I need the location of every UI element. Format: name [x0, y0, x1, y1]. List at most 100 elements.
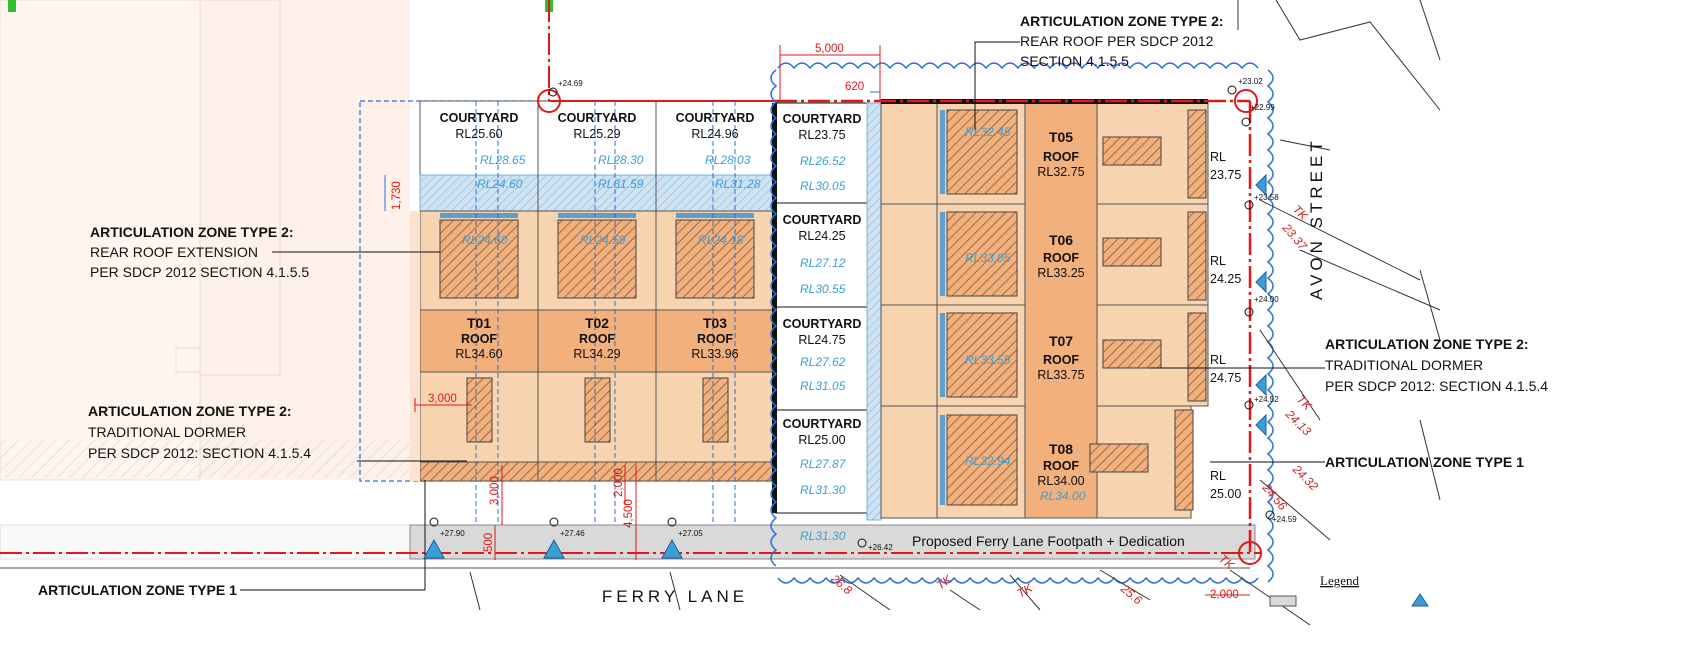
side-rl-value: 24.75: [1210, 371, 1241, 385]
revision-cloud: [770, 62, 1274, 584]
rl-a: RL27.12: [800, 256, 846, 270]
legend-swatch-grey: [1269, 595, 1297, 607]
dim-3000-horizontal: 3,000: [428, 393, 457, 405]
unit-t03: COURTYARD RL24.96 RL28.03 RL31.28 RL24.1…: [676, 111, 761, 361]
callout-rear-roof-ext-line2: PER SDCP 2012 SECTION 4.1.5.5: [90, 264, 309, 280]
spot-s5: +27.05: [678, 529, 703, 538]
rl-lower: RL24.18: [698, 233, 744, 247]
unit-id: T03: [703, 315, 727, 331]
rl-lower: RL24.60: [462, 233, 508, 247]
courtyard-label: COURTYARD: [783, 417, 862, 431]
courtyard-label: COURTYARD: [783, 317, 862, 331]
callout-type1-bottom: ARTICULATION ZONE TYPE 1: [38, 582, 237, 598]
legend-title: Legend: [1320, 573, 1359, 588]
tk-6: 26.8: [827, 571, 855, 598]
callout-rear-roof-line2: SECTION 4.1.5.5: [1020, 53, 1129, 69]
rl-b: RL30.05: [800, 179, 846, 193]
spot-s9: +24.00: [1254, 295, 1279, 304]
unit-t06: COURTYARD RL24.25 RL27.12 RL30.55 RL33.0…: [783, 213, 1242, 296]
courtyard-label: COURTYARD: [676, 111, 755, 125]
rl-strip: RL24.60: [477, 177, 523, 191]
dim-2000-bottom: 2,000: [1210, 589, 1239, 601]
tk-7: TK: [934, 572, 955, 593]
callout-type1-right: ARTICULATION ZONE TYPE 1: [1325, 454, 1524, 470]
spot-s2: +23.02: [1238, 77, 1263, 86]
unit-t02: COURTYARD RL25.29 RL28.30 RL31.59 RL24.5…: [558, 111, 644, 361]
unit-id: T08: [1049, 441, 1073, 457]
spot-s10: +24.52: [1254, 395, 1279, 404]
unit-rl: RL33.25: [1037, 266, 1084, 280]
courtyard-rl: RL24.75: [798, 333, 845, 347]
callout-leaders: [240, 41, 1325, 591]
courtyard-rl: RL25.00: [798, 433, 845, 447]
callout-dormer-right-title: ARTICULATION ZONE TYPE 2:: [1325, 336, 1529, 352]
rl-upper: RL28.65: [480, 153, 526, 167]
unit-rl: RL33.75: [1037, 368, 1084, 382]
rl-upper: RL28.30: [598, 153, 644, 167]
dim-4500: 4,500: [623, 499, 635, 528]
unit-rl: RL34.00: [1037, 474, 1084, 488]
side-rl-value: 25.00: [1210, 487, 1241, 501]
unit-id: T06: [1049, 232, 1073, 248]
dim-1730: 1,730: [391, 181, 403, 210]
street-ferry: FERRY LANE: [602, 587, 748, 606]
courtyard-label: COURTYARD: [783, 112, 862, 126]
unit-rl: RL32.75: [1037, 165, 1084, 179]
spot-s11: +24.59: [1272, 515, 1297, 524]
courtyard-rl: RL24.96: [691, 127, 738, 141]
rl-t08-floor: RL34.00: [1040, 489, 1086, 503]
side-rl-label: RL: [1210, 353, 1226, 367]
callout-dormer-left-title: ARTICULATION ZONE TYPE 2:: [88, 403, 292, 419]
tk-8: 25.6: [1117, 581, 1145, 608]
street-avon: AVON STREET: [1307, 137, 1326, 300]
courtyard-rl: RL25.29: [573, 127, 620, 141]
dim-3000-vertical: 3,000: [489, 476, 501, 505]
side-rl-label: RL: [1210, 469, 1226, 483]
rl-a: RL27.62: [800, 355, 846, 369]
spot-s3: +27.90: [440, 529, 465, 538]
side-rl-label: RL: [1210, 254, 1226, 268]
courtyard-label: COURTYARD: [783, 213, 862, 227]
unit-id: T01: [467, 315, 491, 331]
callout-dormer-right-line2: PER SDCP 2012: SECTION 4.1.5.4: [1325, 378, 1548, 394]
spot-s8: +23.58: [1254, 193, 1279, 202]
unit-id: T05: [1049, 129, 1073, 145]
rl-inner: RL32.94: [965, 454, 1011, 468]
tk-3: 24.32: [1289, 462, 1321, 494]
dim-620: 620: [845, 81, 864, 93]
rl-strip: RL31.28: [715, 177, 761, 191]
side-rl-value: 23.75: [1210, 168, 1241, 182]
callout-rear-roof-ext-title: ARTICULATION ZONE TYPE 2:: [90, 224, 294, 240]
unit-roof: ROOF: [1043, 251, 1079, 265]
side-rl-value: 24.25: [1210, 272, 1241, 286]
unit-id: T02: [585, 315, 609, 331]
callout-dormer-left-line2: PER SDCP 2012: SECTION 4.1.5.4: [88, 445, 311, 461]
legend-level-marker-icon: [1411, 593, 1429, 607]
dim-500: 500: [483, 533, 495, 552]
spot-s6: +26.42: [868, 543, 893, 552]
unit-t01: COURTYARD RL25.60 RL28.65 RL24.60 RL24.6…: [440, 111, 526, 361]
callout-dormer-right-line1: TRADITIONAL DORMER: [1325, 357, 1483, 373]
courtyard-rl: RL24.25: [798, 229, 845, 243]
unit-id: T07: [1049, 333, 1073, 349]
unit-roof: ROOF: [1043, 150, 1079, 164]
spot-s4: +27.46: [560, 529, 585, 538]
footpath-label: Proposed Ferry Lane Footpath + Dedicatio…: [912, 533, 1185, 549]
unit-t08: COURTYARD RL25.00 RL27.87 RL31.30 RL32.9…: [783, 417, 1242, 501]
callout-rear-roof-title: ARTICULATION ZONE TYPE 2:: [1020, 13, 1224, 29]
rl-inner: RL33.55: [965, 353, 1011, 367]
rl-b: RL30.55: [800, 282, 846, 296]
courtyard-rl: RL23.75: [798, 128, 845, 142]
site-boundary: [537, 0, 1262, 565]
spot-s7: +22.99: [1250, 103, 1275, 112]
rl-inner: RL33.05: [965, 251, 1011, 265]
rl-a: RL27.87: [800, 457, 847, 471]
rl-footpath: RL31.30: [800, 529, 846, 543]
rl-strip: RL31.59: [598, 177, 644, 191]
dimension-lines: [414, 45, 1250, 596]
tk-4: 24.56: [1259, 480, 1290, 513]
rl-upper: RL28.03: [705, 153, 751, 167]
level-markers: [423, 173, 1267, 559]
rl-b: RL31.30: [800, 483, 846, 497]
